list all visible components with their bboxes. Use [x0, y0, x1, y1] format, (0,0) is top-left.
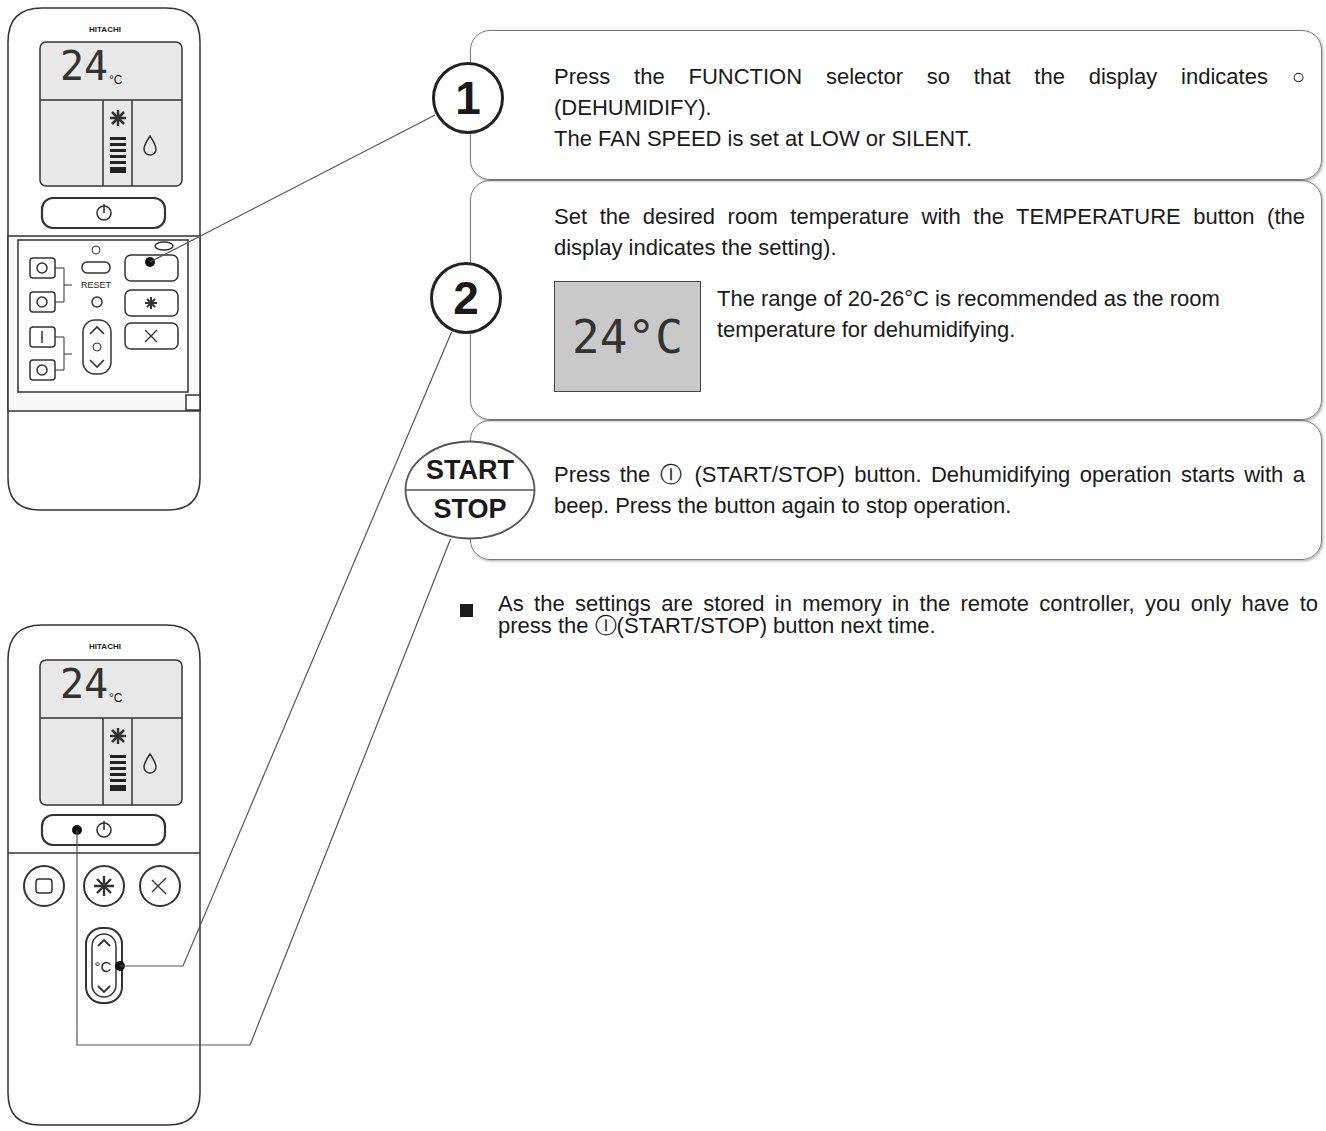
instruction-text: Press the Ⓘ (START/STOP) button. Dehumid…: [554, 459, 1305, 521]
button-label: RESET: [81, 281, 111, 290]
note-text: As the settings are stored in memory in …: [498, 593, 1318, 637]
leader-line: [150, 115, 435, 262]
bullet-square: [460, 604, 473, 617]
remote-body: [8, 625, 200, 1125]
button-label: °C: [95, 959, 112, 974]
instruction-panel: Press the Ⓘ (START/STOP) button. Dehumid…: [470, 420, 1322, 560]
step-number-circle: 2: [430, 262, 502, 334]
instruction-panel: Set the desired room temperature with th…: [470, 180, 1322, 420]
display-digits: 24: [60, 46, 108, 86]
fan-icon: [110, 110, 126, 126]
instruction-text: The FAN SPEED is set at LOW or SILENT.: [554, 123, 1305, 154]
remote-display: [40, 660, 182, 805]
leader-dot: [72, 257, 155, 971]
step-number-circle: 1: [432, 62, 504, 134]
display-unit: °C: [109, 692, 122, 704]
remote-body: [8, 8, 200, 510]
note-text: The range of 20-26°C is recommended as t…: [717, 283, 1305, 345]
function-button: [125, 255, 178, 281]
button-name: START: [426, 457, 514, 484]
remote-display: [40, 42, 182, 186]
panel-row: The range of 20-26°C is recommended as t…: [554, 281, 1305, 392]
instruction-text: Press the FUNCTION selector so that the …: [554, 61, 1305, 123]
button-name: STOP: [433, 496, 506, 523]
temperature-reading: 24°C: [572, 314, 683, 360]
display-divider: [40, 100, 182, 186]
brand-label: HITACHI: [89, 643, 121, 651]
display-digits: 24: [60, 664, 108, 704]
step-number: 2: [453, 275, 479, 321]
ellipse-outline: [404, 440, 536, 540]
instruction-text: Set the desired room temperature with th…: [554, 201, 1305, 263]
power-button: [42, 815, 165, 845]
button-lid: [8, 236, 200, 411]
lcd-display: 24°C: [554, 281, 701, 392]
power-button: [42, 198, 165, 228]
step-number: 1: [455, 75, 481, 121]
drop-icon: [144, 136, 156, 155]
leader-line: [120, 332, 452, 966]
start-stop-badge: START STOP: [404, 440, 536, 540]
louver-icon: [110, 137, 126, 173]
instruction-panel: Press the FUNCTION selector so that the …: [470, 30, 1322, 180]
leader-line: [77, 539, 451, 1045]
brand-label: HITACHI: [89, 26, 121, 34]
display-unit: °C: [109, 74, 122, 86]
